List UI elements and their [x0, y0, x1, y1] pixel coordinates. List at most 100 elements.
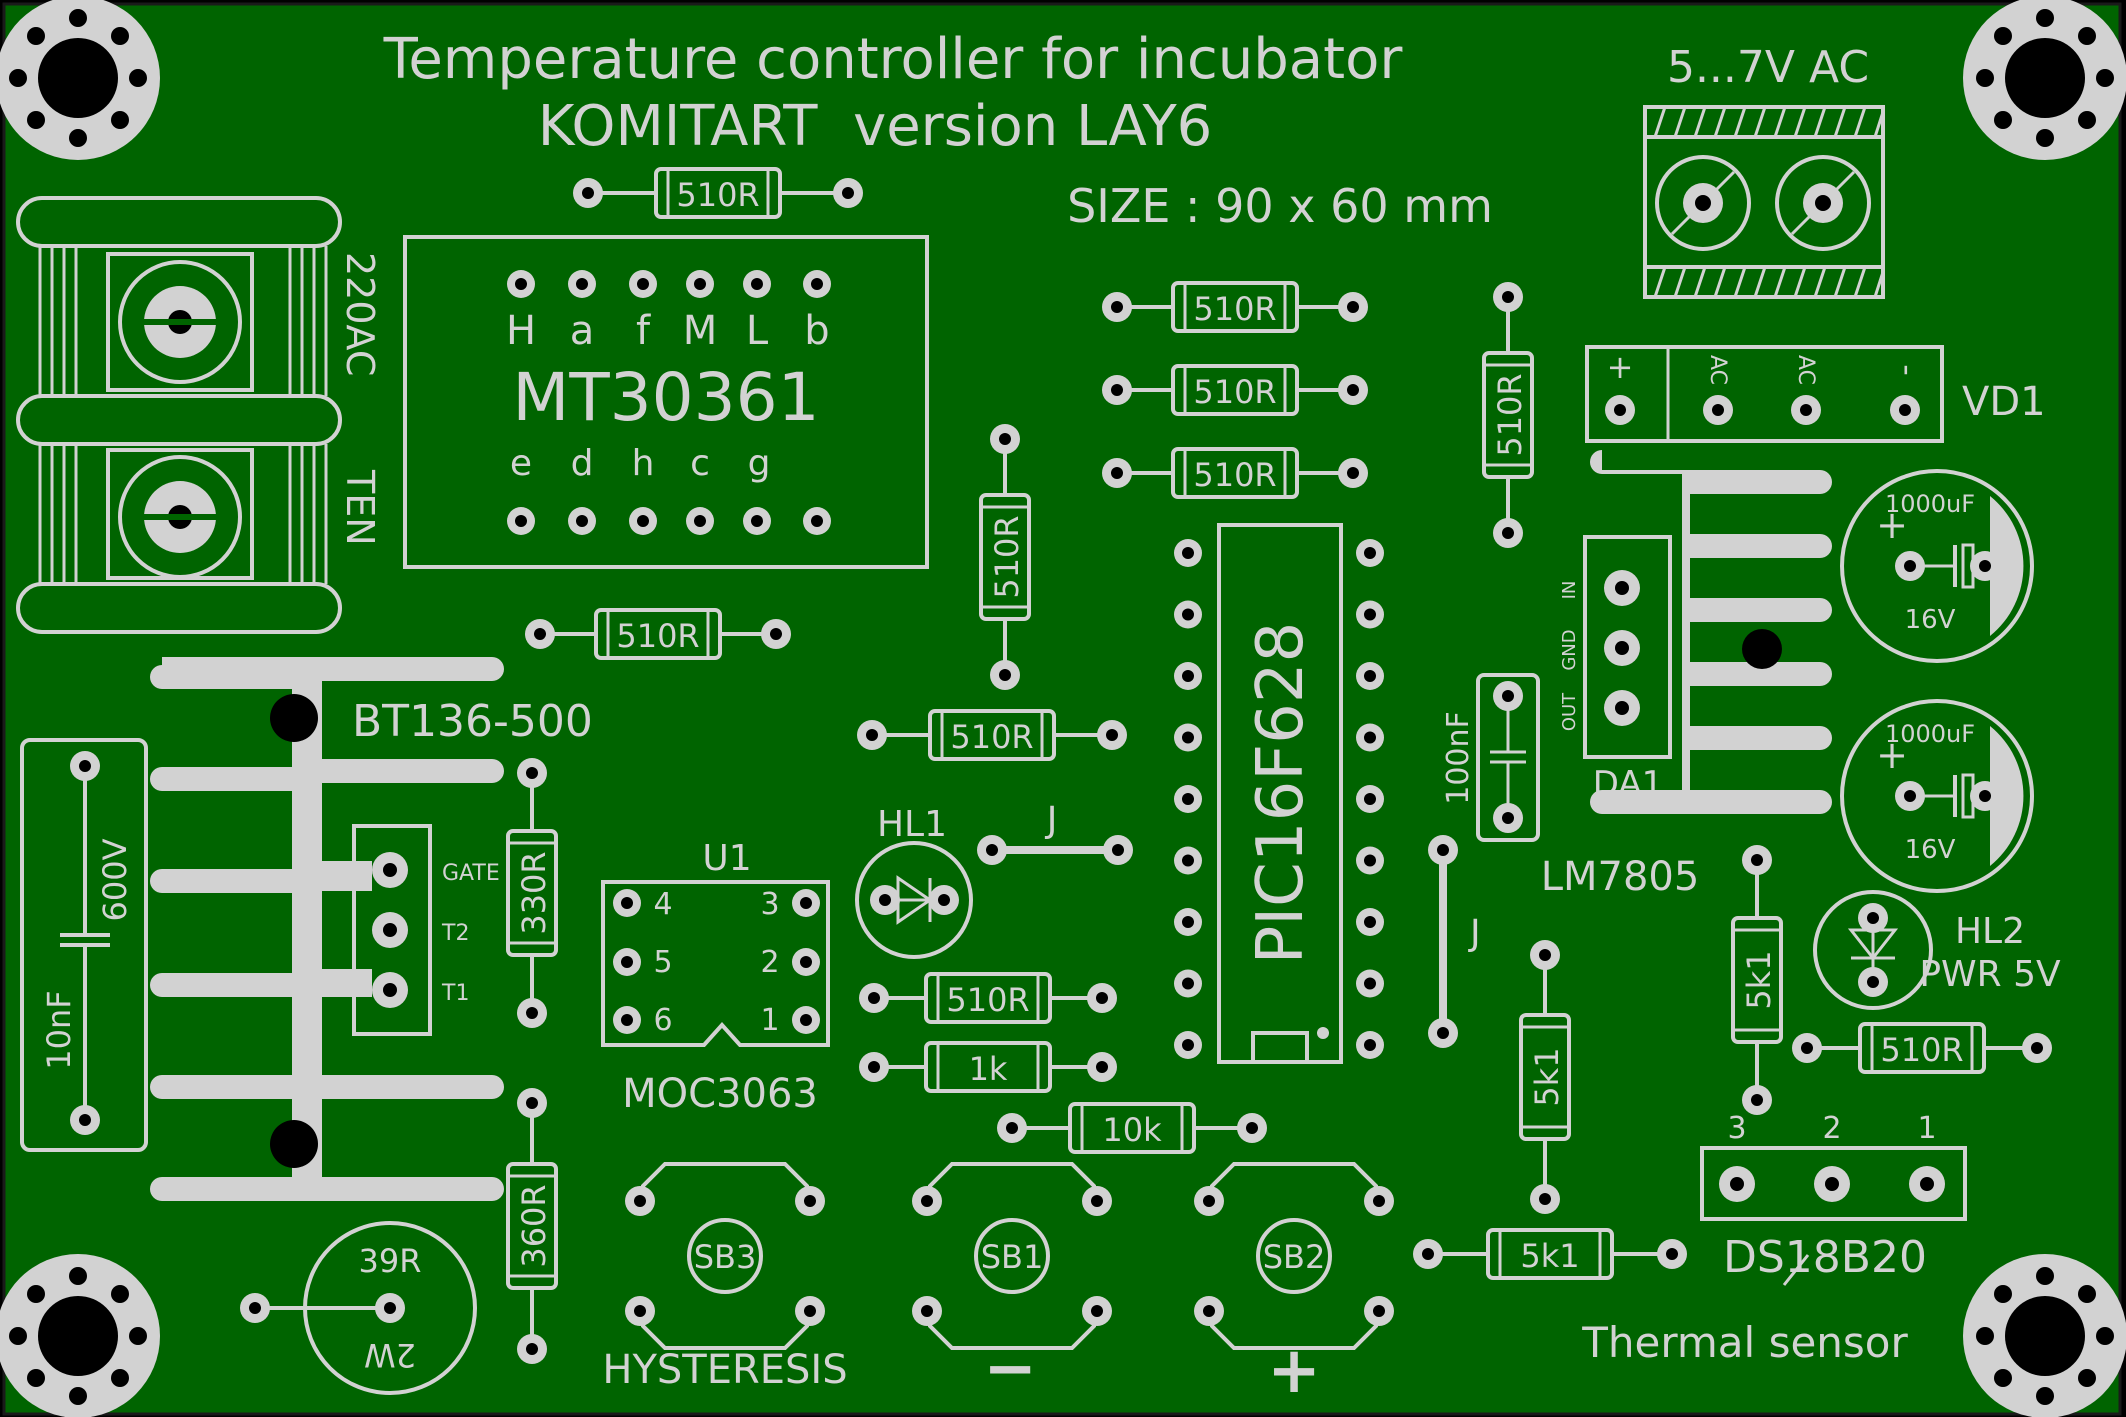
- resistor-r360: 360R: [506, 1088, 558, 1364]
- sensor-ds18b20: 3 2 1 DS18B20 Thermal sensor: [1581, 1111, 1967, 1367]
- led-hl2: HL2 PWR 5V: [1813, 890, 2061, 1010]
- resistor-value: 10k: [1102, 1111, 1162, 1149]
- optocoupler-pin-3: 3: [760, 887, 779, 922]
- resistor-r510-vertical-b: 510R: [1482, 282, 1534, 548]
- mounting-hole-br: [1963, 1254, 2126, 1417]
- jumper-label: J: [1045, 800, 1058, 841]
- resistor-r510-lower: 510R: [859, 972, 1117, 1024]
- electrolytic-value: 1000uF: [1885, 720, 1975, 748]
- mcu-pin-pad: [1174, 662, 1202, 690]
- button-sb1-caption: −: [983, 1332, 1037, 1406]
- bridge-pin-ac1: AC: [1705, 355, 1730, 385]
- led-hl2-ref: HL2: [1955, 911, 2025, 952]
- button-sb1-ref: SB1: [981, 1238, 1044, 1276]
- mcu-pin-pad: [1356, 723, 1384, 752]
- capacitor-100nf-value: 100nF: [1441, 711, 1476, 805]
- resistor-value: 330R: [515, 851, 553, 934]
- regulator-pin-gnd: GND: [1559, 629, 1580, 670]
- resistor-r510-left: 510R: [525, 608, 791, 660]
- resistor-39r-value: 39R: [359, 1242, 422, 1280]
- electrolytic-capacitor-1: + 1000uF 16V: [1840, 469, 2034, 663]
- regulator-pins: IN GND OUT DA1 LM7805: [1541, 570, 1700, 900]
- capacitor-value: 10nF: [40, 990, 78, 1069]
- button-sb2-ref: SB2: [1263, 1238, 1326, 1276]
- mcu-pin-pad: [1174, 969, 1202, 998]
- electrolytic-plus: +: [1876, 503, 1908, 547]
- button-sb3-caption: HYSTERESIS: [602, 1347, 847, 1393]
- terminal-lowvoltage-label: 5...7V AC: [1667, 42, 1869, 93]
- resistor-value: 360R: [515, 1184, 553, 1267]
- terminal-block-lowvoltage: 5...7V AC: [1643, 42, 1885, 299]
- capacitor-100nf: 100nF: [1441, 673, 1540, 842]
- display-pad-bottom: [803, 507, 831, 535]
- mcu-pin-pad: [1174, 539, 1202, 567]
- resistor-value: 510R: [1193, 290, 1276, 328]
- resistor-value: 5k1: [1740, 950, 1778, 1009]
- bridge-ref: VD1: [1962, 379, 2046, 425]
- display-pad-bottom: [686, 507, 714, 535]
- sensor-pin-3: 3: [1727, 1111, 1746, 1146]
- resistor-39r-2w: 39R 2W: [240, 1221, 477, 1395]
- display-pad-top: [686, 270, 714, 298]
- mcu-pin-pad: [1174, 785, 1202, 813]
- resistor-value: 510R: [616, 617, 699, 655]
- electrolytic-capacitor-2: + 1000uF 16V: [1840, 699, 2034, 893]
- board-title-line2: KOMITART version LAY6: [538, 94, 1213, 159]
- optocoupler-pin-2: 2: [760, 945, 779, 980]
- board-size-label: SIZE : 90 x 60 mm: [1067, 179, 1493, 233]
- resistor-value: 1k: [969, 1050, 1008, 1088]
- display-pad-top: [743, 270, 771, 298]
- button-sb3[interactable]: SB3: [625, 1162, 825, 1350]
- button-sb2[interactable]: SB2: [1194, 1162, 1394, 1350]
- display-pad-top: [629, 270, 657, 298]
- display-mt30361: H a f M L b MT30361 e d h c g: [403, 235, 929, 569]
- mcu-pin-pad: [1356, 662, 1384, 690]
- mcu-pin-pad: [1356, 846, 1384, 875]
- display-pad-top: [803, 270, 831, 298]
- display-pad-top: [507, 270, 535, 298]
- mounting-hole-bl: [0, 1254, 160, 1417]
- resistor-r510-center: 510R: [857, 709, 1127, 761]
- display-pin-L: L: [746, 308, 769, 354]
- display-pin-g: g: [748, 443, 771, 484]
- terminal-block-main: 220AC TEN: [16, 196, 382, 634]
- resistor-r510-top: 510R: [573, 167, 863, 219]
- board-title-line1: Temperature controller for incubator: [383, 27, 1404, 92]
- display-pin-h: h: [632, 443, 655, 484]
- resistor-value: 510R: [950, 718, 1033, 756]
- optocoupler-pin-6: 6: [653, 1003, 672, 1038]
- resistor-value: 510R: [1193, 373, 1276, 411]
- triac-pin-t2: T2: [441, 921, 469, 946]
- regulator-heatsink: [1583, 450, 1832, 814]
- mcu-pin-pad: [1356, 600, 1384, 629]
- mcu-pin-pad: [1356, 1031, 1384, 1059]
- regulator-part: LM7805: [1541, 854, 1700, 900]
- display-pin-e: e: [510, 443, 532, 484]
- button-sb1[interactable]: SB1: [912, 1162, 1112, 1350]
- resistor-value: 510R: [946, 981, 1029, 1019]
- jumper-horizontal: J: [977, 800, 1133, 865]
- display-pin-c: c: [690, 443, 710, 484]
- resistor-r10k: 10k: [997, 1102, 1267, 1154]
- electrolytic-voltage: 16V: [1905, 835, 1956, 865]
- mcu-pin-pad: [1356, 969, 1384, 998]
- optocoupler-part: MOC3063: [622, 1071, 818, 1117]
- display-pad-bottom: [507, 507, 535, 535]
- mcu-pin-pad: [1356, 908, 1384, 936]
- sensor-pin-1: 1: [1917, 1111, 1936, 1146]
- button-sb3-ref: SB3: [694, 1238, 757, 1276]
- optocoupler-u1: 4 3 5 2 6 1 U1 MOC3063: [601, 838, 830, 1117]
- mcu-pin-pad: [1356, 539, 1384, 567]
- resistor-r510-mid2: 510R: [1102, 364, 1368, 416]
- mcu-part-label: PIC16F628: [1244, 622, 1318, 965]
- display-pin-b: b: [804, 308, 829, 354]
- bridge-pin-ac2: AC: [1793, 355, 1818, 385]
- resistor-value: 5k1: [1520, 1237, 1579, 1275]
- bridge-pin-minus: -: [1889, 364, 1927, 376]
- resistor-value: 510R: [1193, 456, 1276, 494]
- display-part-label: MT30361: [512, 359, 819, 436]
- capacitor-10nf-600v: 10nF 600V: [20, 738, 148, 1152]
- sensor-part: DS18B20: [1723, 1232, 1927, 1283]
- resistor-value: 510R: [988, 515, 1026, 598]
